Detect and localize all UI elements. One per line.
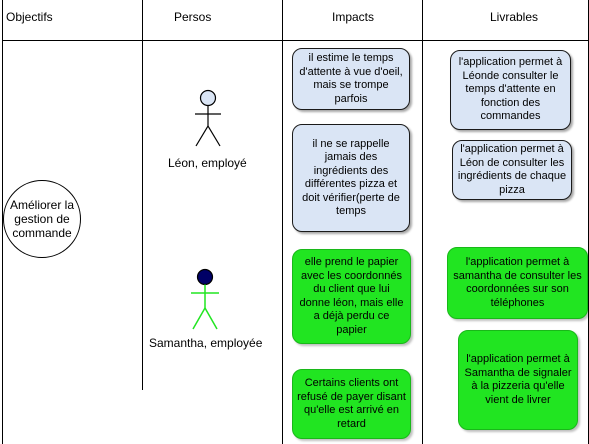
persona-leon-label: Léon, employé (168, 156, 247, 170)
persona-samantha-icon (191, 268, 219, 330)
column-divider-1 (2, 0, 3, 444)
header-impacts: Impacts (332, 10, 375, 24)
impact-box-2: il ne se rappelle jamais des ingrédients… (292, 124, 410, 232)
persona-leon-icon (195, 89, 221, 147)
impact-box-3: elle prend le papier avec les coordonnés… (292, 249, 411, 344)
header-persos: Persos (174, 10, 212, 24)
persona-samantha-label: Samantha, employée (149, 336, 263, 350)
livrable-box-3: l'application permet à samantha de consu… (447, 247, 588, 319)
column-divider-3 (282, 0, 283, 444)
header-divider (2, 40, 589, 41)
column-divider-2 (142, 0, 143, 390)
impact-box-1: il estime le temps d'attente à vue d'oei… (292, 48, 410, 110)
objective-circle: Améliorer la gestion de commande (3, 180, 81, 258)
impact-box-4: Certains clients ont refusé de payer dis… (292, 369, 411, 439)
livrable-box-4: l'application permet à Samantha de signa… (458, 330, 578, 430)
livrable-box-1: l'application permet à Léonde consulter … (450, 50, 571, 130)
column-divider-4 (422, 0, 423, 444)
header-objectifs: Objectifs (6, 10, 53, 24)
header-livrables: Livrables (490, 10, 539, 24)
livrable-box-2: l'application permet à Léon de consulter… (452, 140, 572, 200)
